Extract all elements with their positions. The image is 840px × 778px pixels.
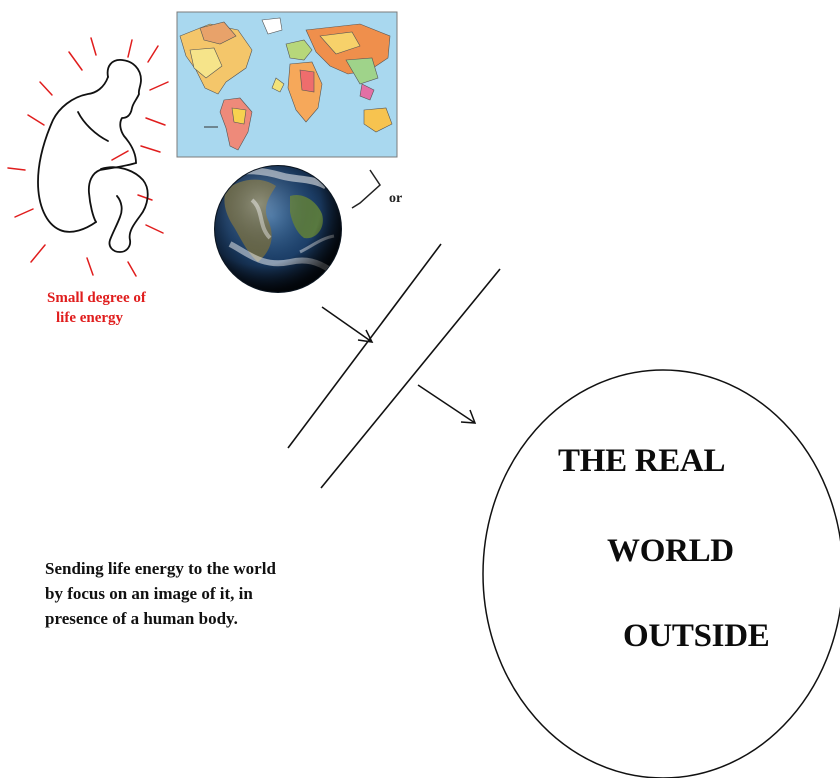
energy-label-line: life energy: [47, 308, 187, 328]
or-bracket: [352, 170, 380, 208]
real-world-line: THE REAL: [558, 443, 725, 480]
energy-rays: [8, 38, 168, 276]
real-world-line: OUTSIDE: [623, 618, 769, 655]
seated-person-outline-icon: [38, 60, 148, 252]
caption: Sending life energy to the world by focu…: [45, 556, 375, 631]
caption-line: Sending life energy to the world: [45, 556, 375, 581]
earth-globe-icon: [214, 165, 342, 293]
incoming-arrow: [322, 307, 372, 342]
caption-line: presence of a human body.: [45, 606, 375, 631]
or-label: or: [389, 191, 402, 207]
energy-label: Small degree of life energy: [47, 288, 187, 328]
real-world-circle: [483, 370, 840, 778]
outgoing-arrow: [418, 385, 475, 423]
energy-label-line: Small degree of: [47, 288, 187, 308]
caption-line: by focus on an image of it, in: [45, 581, 375, 606]
real-world-line: WORLD: [607, 533, 734, 570]
barrier-double-line: [288, 244, 500, 488]
world-map-icon: [177, 12, 397, 157]
